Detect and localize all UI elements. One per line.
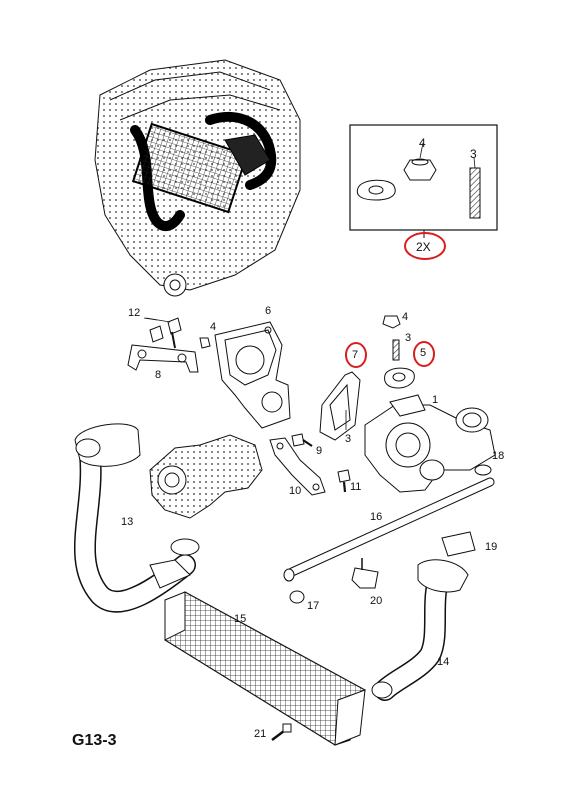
bracket-part-8: [127, 317, 199, 373]
inset-callout-3: 3: [470, 147, 477, 161]
callout-10: 10: [289, 485, 302, 497]
callout-3-upper: 3: [405, 332, 412, 344]
nut-part-4-left: [199, 337, 211, 349]
callout-8: 8: [155, 369, 162, 381]
callout-5: 5: [420, 347, 427, 359]
intercooler-part-15: [164, 591, 366, 746]
callout-11: 11: [350, 481, 362, 493]
clamp-part-20: [351, 558, 379, 589]
callout-12: 12: [128, 307, 141, 319]
callout-1: 1: [432, 394, 439, 406]
part-5-highlight: [413, 341, 435, 367]
bracket-part-10: [269, 437, 326, 496]
turbocharger-part-1: [364, 394, 496, 493]
inset-callout-4: 4: [419, 136, 426, 150]
callout-18: 18: [492, 450, 505, 462]
clamp-part-19: [441, 531, 476, 557]
callout-6: 6: [265, 305, 272, 317]
callout-7: 7: [352, 349, 359, 361]
callout-19: 19: [485, 541, 498, 553]
callout-13: 13: [121, 516, 134, 528]
multiplier-highlight: [404, 232, 446, 260]
inset-multiplier-label: 2X: [416, 240, 431, 254]
gasket-part-7: [319, 371, 361, 441]
bolt-part-21: [271, 723, 292, 741]
intake-manifold-illustration: [149, 434, 263, 519]
callout-17: 17: [307, 600, 320, 612]
part-7-highlight: [345, 342, 367, 368]
bolt-part-9: [291, 433, 313, 447]
outlet-hose-part-14: [371, 559, 469, 701]
callout-3-lower: 3: [345, 433, 352, 445]
diagram-page-code: G13-3: [72, 732, 117, 749]
callout-21: 21: [254, 728, 267, 740]
callout-15: 15: [234, 613, 247, 625]
callout-20: 20: [370, 595, 383, 607]
callout-4-left: 4: [210, 321, 217, 333]
callout-14: 14: [437, 656, 450, 668]
callout-4-right: 4: [402, 311, 409, 323]
clamp-part-17: [289, 590, 305, 604]
inset-detail-box: [349, 124, 498, 238]
callout-9: 9: [316, 445, 323, 457]
intake-hose-part-13: [73, 423, 200, 613]
heat-shield-part-6: [214, 321, 291, 429]
callout-16: 16: [370, 511, 383, 523]
oil-return-pipe-part-16: [283, 477, 495, 582]
bolt-part-11: [337, 469, 351, 493]
engine-overview-illustration: [94, 59, 301, 297]
stud-and-nut-group: [382, 315, 415, 389]
clamp-part-18: [474, 464, 492, 476]
